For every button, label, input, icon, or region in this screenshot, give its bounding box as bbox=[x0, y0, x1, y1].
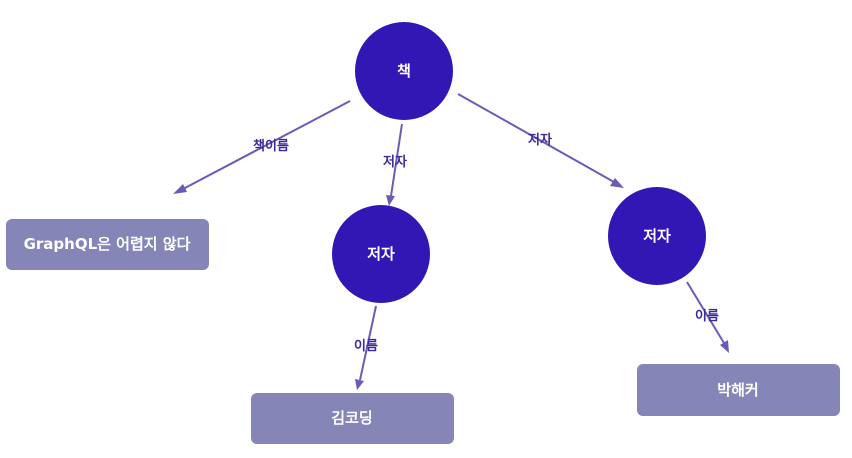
edge-book-to-title: 책이름 bbox=[173, 100, 351, 194]
node-author-2-name-label: 박해커 bbox=[717, 381, 758, 399]
node-rect bbox=[637, 364, 840, 416]
node-author-1-name: 김코딩 bbox=[251, 393, 454, 444]
arrowhead bbox=[173, 184, 187, 194]
node-circle bbox=[355, 22, 453, 120]
node-author-1-name-label: 김코딩 bbox=[331, 409, 372, 427]
node-book-title-label: GraphQL은 어렵지 않다 bbox=[24, 235, 191, 253]
node-circle bbox=[332, 205, 430, 303]
edge-label-author-2-name: 이름 bbox=[695, 308, 719, 324]
edge-label-author-1: 저자 bbox=[383, 155, 407, 170]
node-author-2-name: 박해커 bbox=[637, 364, 840, 416]
edge-label-book-title: 책이름 bbox=[253, 138, 289, 154]
node-circle bbox=[608, 187, 706, 285]
arrowhead bbox=[355, 379, 364, 390]
edge-author-2-to-name: 이름 bbox=[686, 281, 729, 353]
edge-author-1-to-name: 이름 bbox=[354, 305, 378, 390]
arrowhead bbox=[720, 340, 729, 353]
node-author-1: 저자 bbox=[332, 205, 430, 303]
node-rect bbox=[251, 393, 454, 444]
arrowhead bbox=[386, 195, 395, 206]
edge-line bbox=[390, 123, 403, 197]
edge-book-to-author-1: 저자 bbox=[383, 123, 407, 206]
edge-label-author-1-name: 이름 bbox=[354, 338, 378, 354]
node-author-1-label: 저자 bbox=[367, 245, 395, 263]
edge-book-to-author-2: 저자 bbox=[457, 93, 624, 188]
node-book: 책 bbox=[355, 22, 453, 120]
node-book-label: 책 bbox=[397, 62, 411, 80]
edge-line bbox=[359, 305, 377, 381]
edge-line bbox=[182, 100, 351, 190]
edge-line bbox=[686, 281, 725, 344]
node-author-2-label: 저자 bbox=[643, 227, 671, 245]
node-rect bbox=[6, 219, 209, 270]
arrowhead bbox=[610, 178, 624, 188]
node-book-title: GraphQL은 어렵지 않다 bbox=[6, 219, 209, 270]
node-author-2: 저자 bbox=[608, 187, 706, 285]
edge-line bbox=[457, 93, 615, 183]
edge-label-author-2: 저자 bbox=[528, 133, 552, 148]
